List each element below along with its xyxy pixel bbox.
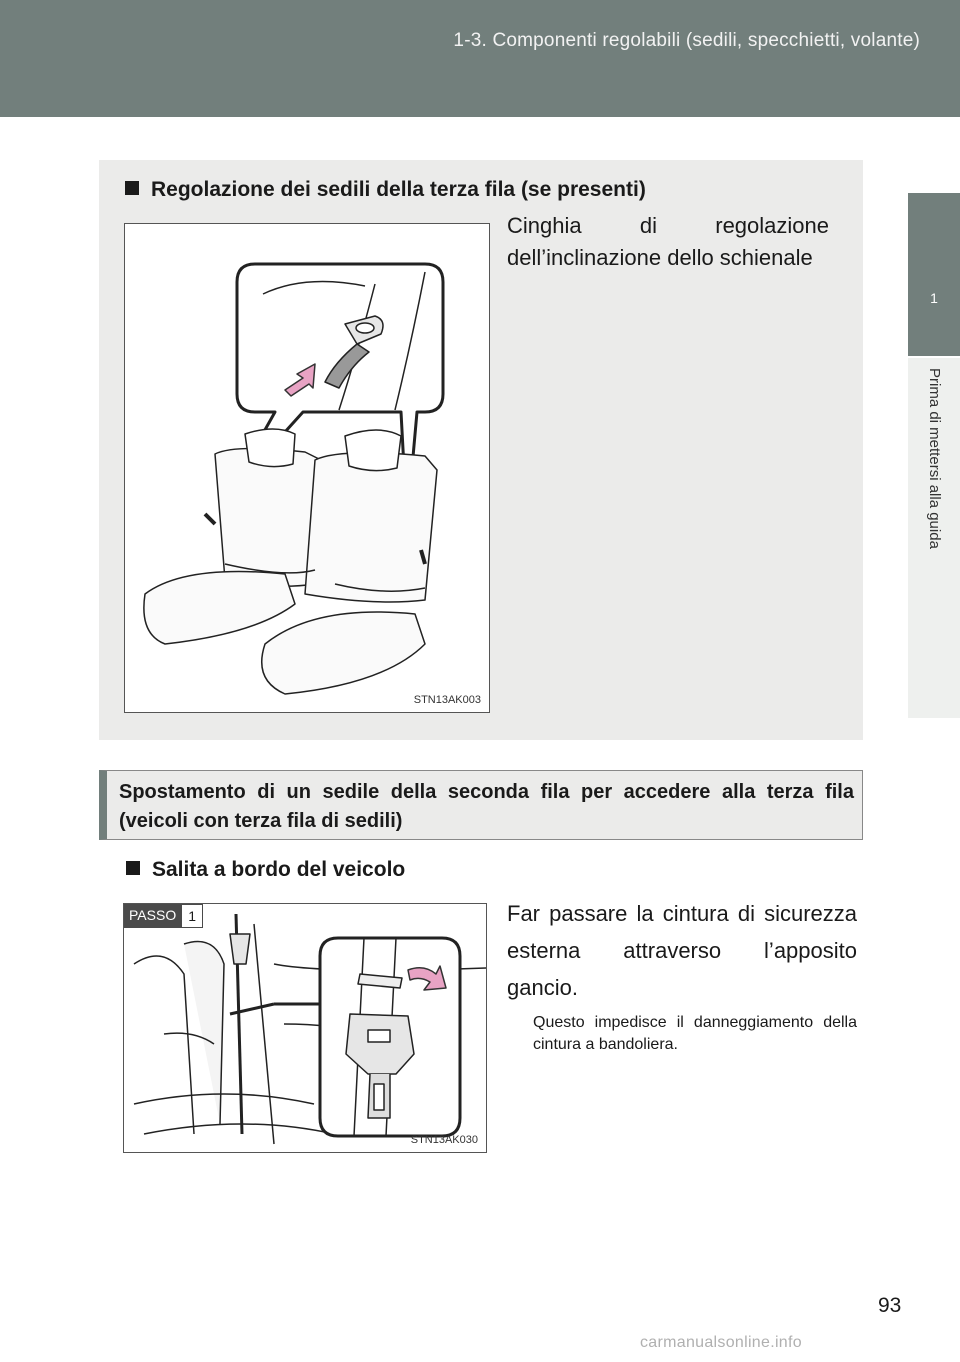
- second-row-section-title-box: Spostamento di un sedile della seconda f…: [99, 770, 863, 840]
- third-row-seats-figure: STN13AK003: [124, 223, 490, 713]
- step-note: Questo impedisce il danneggiamento della…: [533, 1014, 857, 1053]
- second-row-section-title: Spostamento di un sedile della seconda f…: [119, 781, 854, 832]
- section-heading: Regolazione dei sedili della terza fila …: [125, 178, 646, 202]
- page-header: 1-3. Componenti regolabili (sedili, spec…: [0, 0, 960, 117]
- third-row-section: Regolazione dei sedili della terza fila …: [99, 160, 863, 740]
- square-bullet-icon: [126, 861, 140, 875]
- step-badge: PASSO 1: [124, 904, 203, 928]
- page-number: 93: [878, 1294, 902, 1317]
- chapter-label-box: Prima di mettersi alla guida: [908, 358, 960, 718]
- seatbelt-hook-illustration: [133, 913, 487, 1145]
- step-label: PASSO: [124, 904, 182, 928]
- chapter-number: 1: [930, 290, 938, 306]
- chapter-tab: [908, 193, 960, 356]
- square-bullet-icon: [125, 181, 139, 195]
- chapter-label: Prima di mettersi alla guida: [926, 368, 943, 549]
- sub-heading: Salita a bordo del veicolo: [126, 858, 405, 882]
- step-number: 1: [181, 904, 203, 928]
- step-description: Far passare la cintura di sicurezza este…: [507, 901, 857, 1000]
- figure-code: STN13AK003: [413, 694, 481, 706]
- third-row-seats-illustration: [143, 262, 445, 695]
- header-title: 1-3. Componenti regolabili (sedili, spec…: [453, 30, 920, 51]
- strap-description: Cinghia di regolazione dell’inclinazione…: [507, 213, 829, 270]
- watermark: carmanualsonline.info: [640, 1334, 802, 1351]
- seatbelt-hook-figure: PASSO 1 STN13AK030: [123, 903, 487, 1153]
- figure-code: STN13AK030: [410, 1134, 478, 1146]
